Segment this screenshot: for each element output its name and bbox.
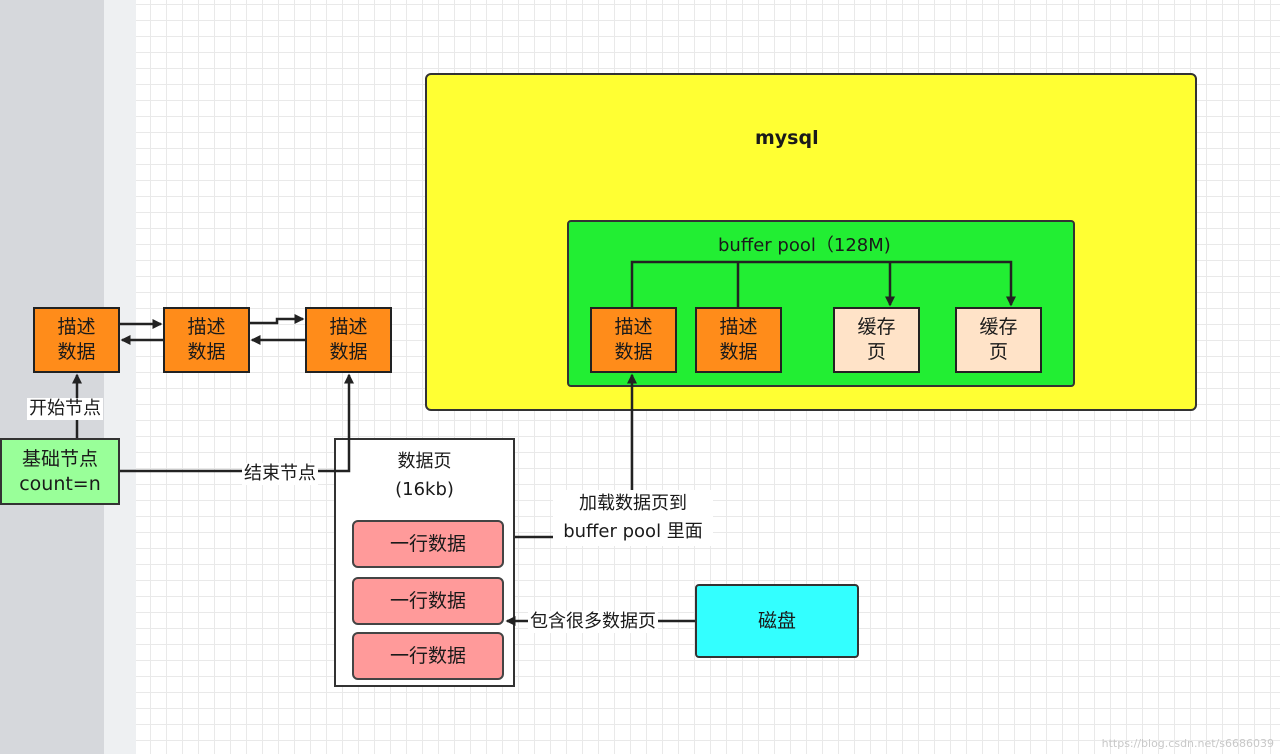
end-node-arrow (120, 373, 354, 473)
start-node-label: 开始节点 (27, 398, 103, 420)
link-2-to-3 (250, 314, 305, 325)
mysql-title: mysql (755, 127, 819, 149)
chain-node-3[interactable]: 描述 数据 (305, 307, 392, 373)
buffer-pool-link (630, 260, 1016, 307)
data-row-3[interactable]: 一行数据 (352, 632, 504, 680)
cache-page-1[interactable]: 缓存 页 (833, 307, 920, 373)
end-node-label: 结束节点 (242, 463, 318, 485)
cache-page-2[interactable]: 缓存 页 (955, 307, 1042, 373)
chain-node-2[interactable]: 描述 数据 (163, 307, 250, 373)
load-label: 加载数据页到 buffer pool 里面 (553, 490, 713, 546)
chain-node-1[interactable]: 描述 数据 (33, 307, 120, 373)
data-row-1[interactable]: 一行数据 (352, 520, 504, 568)
data-page-title: 数据页 (16kb) (395, 451, 454, 500)
watermark: https://blog.csdn.net/s6686039 (1101, 737, 1274, 750)
contains-label: 包含很多数据页 (528, 611, 658, 633)
side-panel (0, 0, 104, 754)
side-panel-gutter (104, 0, 136, 754)
base-node[interactable]: 基础节点 count=n (0, 438, 120, 505)
buffer-pool-descriptor-2[interactable]: 描述 数据 (695, 307, 782, 373)
buffer-pool-title: buffer pool（128M) (718, 235, 891, 256)
disk[interactable]: 磁盘 (695, 584, 859, 658)
data-row-2[interactable]: 一行数据 (352, 577, 504, 625)
buffer-pool-descriptor-1[interactable]: 描述 数据 (590, 307, 677, 373)
